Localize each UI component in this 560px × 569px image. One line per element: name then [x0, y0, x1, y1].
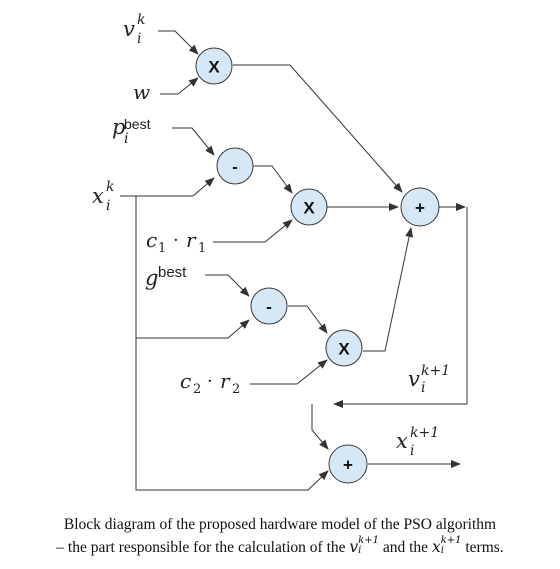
- multiply-node-1-label: X: [208, 58, 220, 77]
- line-c1r1-to-mul2: [213, 219, 293, 243]
- add-node-2-label: +: [343, 456, 353, 475]
- label-v-i-k-plus-1: v k+1 i: [408, 363, 450, 396]
- svg-text:i: i: [106, 198, 110, 214]
- svg-text:v: v: [408, 367, 420, 391]
- caption-x-symbol: x: [431, 538, 441, 556]
- line-v-to-mul1: [158, 30, 199, 55]
- label-x-i-k: x k i: [92, 179, 114, 214]
- line-c2r2-to-mul3: [250, 359, 328, 385]
- line-mul1-to-add1: [233, 64, 403, 193]
- subtract-node-1: -: [216, 147, 254, 185]
- svg-text:·: ·: [173, 230, 179, 251]
- operation-nodes: X - X + - X +: [195, 47, 440, 484]
- caption-line-2: – the part responsible for the calculati…: [0, 536, 560, 559]
- label-g-best: g best: [145, 264, 187, 290]
- add-node-1-label: +: [415, 199, 425, 218]
- svg-text:k+1: k+1: [410, 425, 439, 441]
- svg-text:1: 1: [198, 241, 206, 256]
- svg-text:best: best: [158, 264, 187, 281]
- line-sub1-to-mul2: [253, 165, 293, 194]
- subtract-node-2: -: [250, 287, 288, 325]
- svg-text:v: v: [123, 17, 135, 41]
- line-x-horizontal: [120, 177, 215, 197]
- svg-text:p: p: [112, 115, 125, 139]
- label-w: w: [133, 80, 150, 104]
- output-labels: v k+1 i x k+1 i: [396, 363, 450, 459]
- line-pbest-to-sub1: [172, 127, 215, 156]
- line-x-bus: [135, 196, 329, 491]
- multiply-node-3: X: [325, 329, 363, 367]
- multiply-node-1: X: [195, 47, 233, 85]
- input-labels: v k i w p best i x k i c 1 · r 1 g best: [92, 12, 240, 397]
- svg-text:best: best: [124, 116, 151, 132]
- caption-line-2-prefix: – the part responsible for the calculati…: [56, 539, 346, 556]
- svg-text:i: i: [137, 31, 141, 47]
- svg-text:i: i: [410, 443, 414, 459]
- line-vnext-feedback: [333, 207, 468, 408]
- line-bus-to-sub2: [136, 319, 250, 339]
- connection-lines: [120, 30, 468, 491]
- add-node-2: +: [328, 444, 368, 484]
- svg-text:c: c: [146, 228, 157, 252]
- caption-line-1: Block diagram of the proposed hardware m…: [63, 516, 497, 533]
- svg-text:c: c: [180, 369, 191, 393]
- multiply-node-2-label: X: [303, 199, 315, 218]
- label-c2-r2: c 2 · r 2: [180, 369, 240, 397]
- svg-text:g: g: [145, 266, 158, 290]
- figure-caption: Block diagram of the proposed hardware m…: [0, 514, 560, 559]
- svg-text:2: 2: [232, 382, 240, 397]
- svg-text:x: x: [92, 184, 104, 208]
- subtract-node-1-label: -: [232, 158, 238, 177]
- label-x-i-k-plus-1: x k+1 i: [396, 425, 439, 459]
- line-w-to-mul1: [160, 77, 199, 95]
- svg-text:1: 1: [158, 241, 166, 256]
- svg-text:2: 2: [193, 382, 201, 397]
- svg-text:r: r: [220, 369, 231, 393]
- svg-text:i: i: [421, 380, 425, 396]
- svg-text:k: k: [137, 12, 145, 28]
- svg-text:i: i: [124, 131, 128, 147]
- subtract-node-2-label: -: [266, 298, 272, 317]
- svg-text:x: x: [396, 429, 408, 453]
- line-feedback-to-add2: [311, 404, 329, 450]
- svg-text:k: k: [106, 179, 114, 195]
- label-c1-r1: c 1 · r 1: [146, 228, 206, 256]
- multiply-node-3-label: X: [338, 340, 350, 359]
- label-p-best: p best i: [112, 115, 151, 147]
- add-node-1: +: [400, 187, 440, 227]
- line-sub2-to-mul3: [288, 305, 328, 334]
- caption-v-symbol: v: [349, 538, 359, 556]
- pso-block-diagram: X - X + - X + v k i: [92, 12, 468, 491]
- multiply-node-2: X: [290, 188, 328, 226]
- svg-text:k+1: k+1: [421, 363, 450, 379]
- line-mul3-to-add1: [363, 227, 414, 352]
- label-v-i-k: v k i: [123, 12, 145, 47]
- svg-text:r: r: [186, 228, 197, 252]
- caption-line-2-suffix: terms.: [465, 539, 504, 556]
- svg-text:·: ·: [207, 371, 213, 392]
- caption-and: and the: [382, 539, 429, 556]
- line-gbest-to-sub2: [205, 274, 250, 297]
